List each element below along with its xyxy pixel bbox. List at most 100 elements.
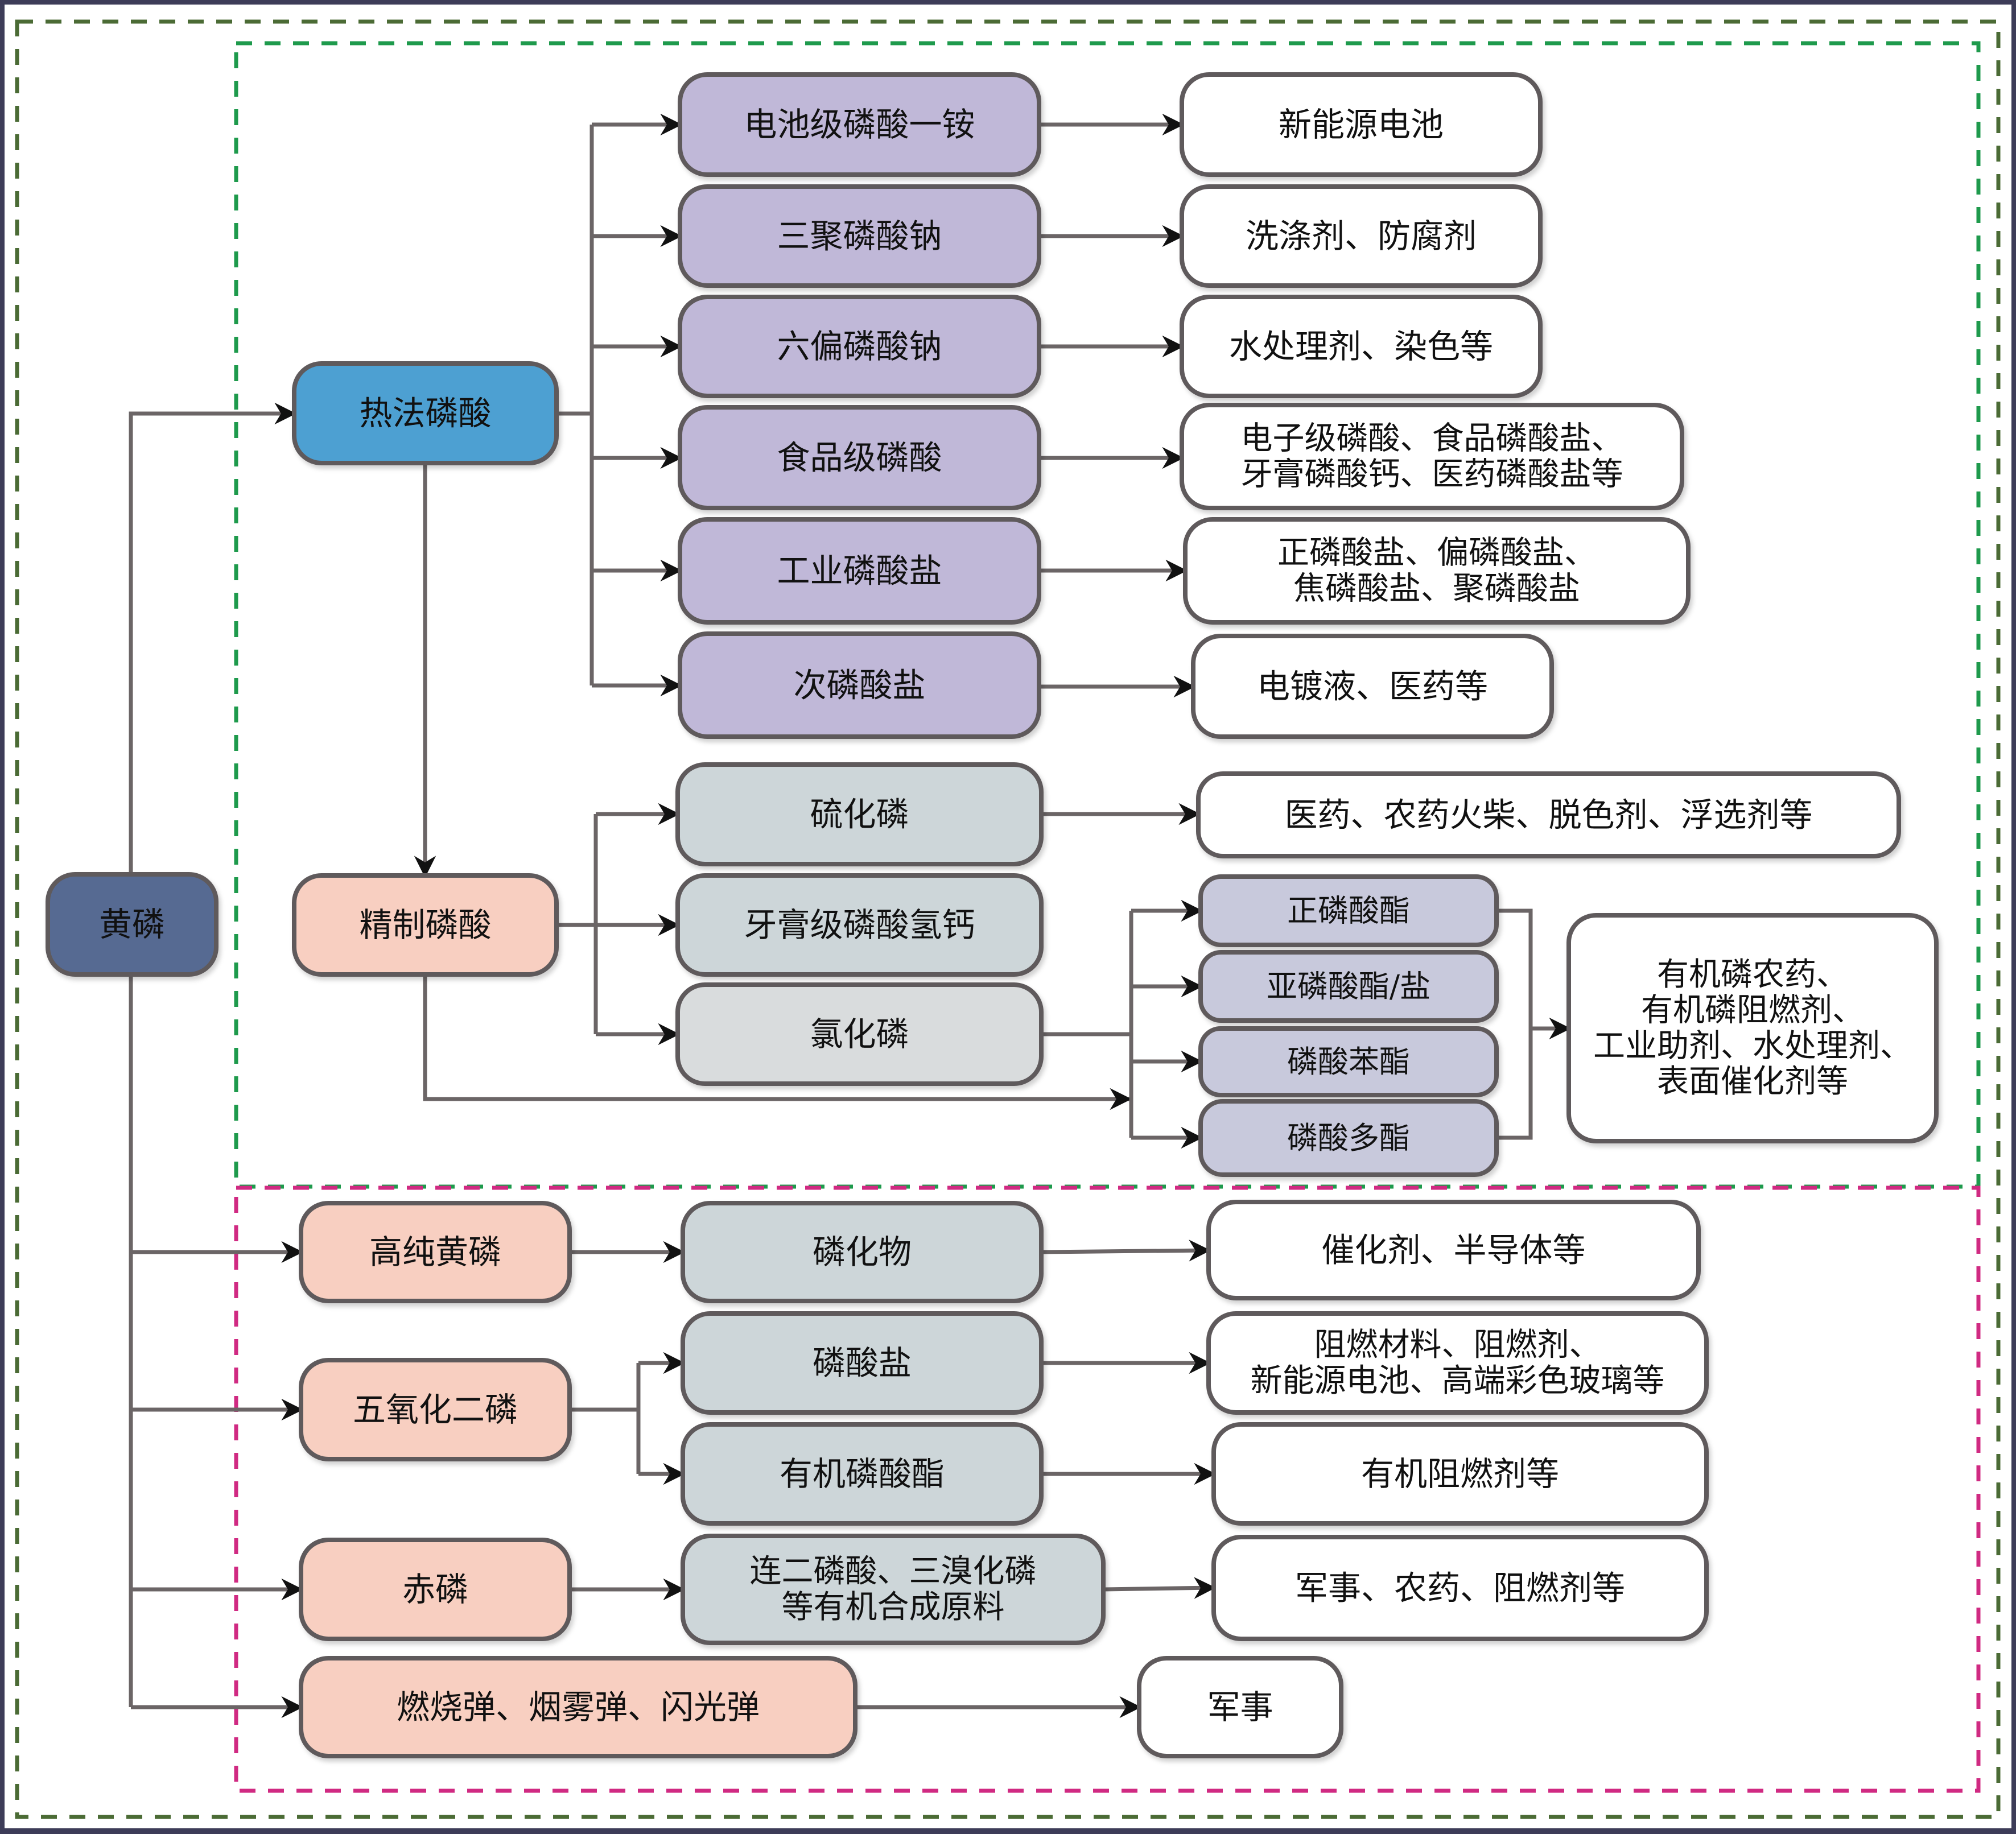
app-catalyst-semiconductor-label: 催化剂、半导体等 <box>1321 1231 1585 1270</box>
node-phosphite-ester-salt: 亚磷酸酯/盐 <box>1198 950 1499 1023</box>
node-thermal-phosphoric-acid: 热法磷酸 <box>292 361 559 465</box>
node-sodium-tripolyphosphate-box <box>678 184 1041 288</box>
node-phosphorus-pentoxide-box <box>299 1358 572 1461</box>
node-phosphide-label: 磷化物 <box>813 1233 912 1271</box>
bus-esters-out <box>1496 908 1533 1140</box>
node-toothpaste-dcp-box <box>675 873 1044 977</box>
node-organophosphate-ester: 有机磷酸酯 <box>681 1422 1044 1526</box>
app-electronic-food-pharma-box <box>1180 403 1684 510</box>
connectors <box>129 113 1571 1719</box>
node-phosphorus-sulfide: 硫化磷 <box>675 762 1044 866</box>
node-red-phosphorus-label: 赤磷 <box>402 1570 468 1609</box>
app-plating-pharma-box <box>1191 634 1554 739</box>
node-hypodiphosphoric-pbr3-label: 连二磷酸、三溴化磷 <box>750 1553 1037 1590</box>
app-plating-pharma-label: 电镀液、医药等 <box>1257 667 1488 706</box>
app-new-energy-battery-label: 新能源电池 <box>1279 105 1444 144</box>
app-organic-flame-retardant: 有机阻燃剂等 <box>1211 1422 1709 1526</box>
app-water-treatment-dyeing-box <box>1180 295 1543 398</box>
node-phosphorus-sulfide-label: 硫化磷 <box>810 795 909 834</box>
node-refined-phosphoric-acid-label: 精制磷酸 <box>359 906 491 944</box>
node-phosphate-salt: 磷酸盐 <box>681 1311 1044 1415</box>
node-hypophosphite-label: 次磷酸盐 <box>793 666 925 705</box>
app-new-energy-battery: 新能源电池 <box>1180 72 1543 177</box>
node-polyphosphate-ester: 磷酸多酯 <box>1198 1099 1499 1177</box>
lower-region-frame <box>234 1186 1981 1793</box>
app-electronic-food-pharma-label: 电子级磷酸、食品磷酸盐、 <box>1241 420 1623 457</box>
node-high-purity-yellow-phosphorus: 高纯黄磷 <box>299 1201 572 1303</box>
node-organophosphate-ester-box <box>681 1422 1044 1526</box>
node-refined-phosphoric-acid: 精制磷酸 <box>292 873 559 977</box>
node-phosphite-ester-salt-label: 亚磷酸酯/盐 <box>1267 969 1430 1005</box>
app-organic-flame-retardant-box <box>1211 1422 1709 1526</box>
app-military-pesticide-retardant-box <box>1211 1535 1709 1641</box>
node-yellow-phosphorus-label: 黄磷 <box>99 905 165 944</box>
node-hypodiphosphoric-pbr3-box <box>681 1534 1106 1645</box>
node-toothpaste-dcp-label: 牙膏级磷酸氢钙 <box>744 906 975 944</box>
node-battery-grade-map-label: 电池级磷酸一铵 <box>744 105 975 144</box>
app-organic-flame-retardant-label: 有机阻燃剂等 <box>1361 1455 1559 1493</box>
app-catalyst-semiconductor: 催化剂、半导体等 <box>1206 1200 1701 1300</box>
node-sodium-tripolyphosphate-label: 三聚磷酸钠 <box>777 217 942 255</box>
outer-region-frame <box>15 19 2001 1819</box>
app-organophosphorus-uses: 有机磷农药、有机磷阻燃剂、工业助剂、水处理剂、表面催化剂等 <box>1566 913 1939 1143</box>
app-electronic-food-pharma-label: 牙膏磷酸钙、医药磷酸盐等 <box>1241 456 1623 493</box>
node-polyphosphate-ester-box <box>1198 1099 1499 1177</box>
node-yellow-phosphorus-box <box>46 872 218 977</box>
app-flame-retardant-battery-glass-label: 阻燃材料、阻燃剂、 <box>1314 1327 1601 1364</box>
app-detergent-preservative-label: 洗涤剂、防腐剂 <box>1246 217 1477 255</box>
app-phosphate-types-label: 焦磷酸盐、聚磷酸盐 <box>1293 570 1580 607</box>
node-food-grade-phosphoric-acid: 食品级磷酸 <box>678 405 1041 510</box>
app-organophosphorus-uses-label: 有机磷阻燃剂、 <box>1641 992 1864 1029</box>
upper-region-frame <box>234 41 1981 1189</box>
node-phenyl-phosphate-box <box>1198 1026 1499 1097</box>
node-phosphide: 磷化物 <box>681 1201 1044 1303</box>
trunk-root-up <box>129 402 296 874</box>
node-battery-grade-map: 电池级磷酸一铵 <box>678 72 1041 177</box>
node-phosphorus-chloride-label: 氯化磷 <box>810 1015 909 1054</box>
app-military-box <box>1137 1656 1343 1758</box>
app-flame-retardant-battery-glass: 阻燃材料、阻燃剂、新能源电池、高端彩色玻璃等 <box>1206 1311 1709 1415</box>
node-incendiary-smoke-flash-munitions: 燃烧弹、烟雾弹、闪光弹 <box>299 1656 857 1758</box>
node-sodium-hexametaphosphate-label: 六偏磷酸钠 <box>777 327 942 366</box>
app-catalyst-semiconductor-box <box>1206 1200 1701 1300</box>
app-military: 军事 <box>1137 1656 1343 1758</box>
app-flame-retardant-battery-glass-label: 新能源电池、高端彩色玻璃等 <box>1251 1362 1665 1399</box>
app-organophosphorus-uses-label: 有机磷农药、 <box>1657 956 1848 993</box>
node-hypophosphite-box <box>678 631 1041 739</box>
node-battery-grade-map-box <box>678 72 1041 177</box>
node-high-purity-yellow-phosphorus-label: 高纯黄磷 <box>369 1233 501 1271</box>
link-phosphide-app <box>1041 1240 1211 1262</box>
node-sodium-hexametaphosphate-box <box>678 295 1041 398</box>
app-pharma-matches-flotation-box <box>1196 771 1901 858</box>
node-food-grade-phosphoric-acid-box <box>678 405 1041 510</box>
node-organophosphate-ester-label: 有机磷酸酯 <box>780 1455 945 1493</box>
app-organophosphorus-uses-box <box>1566 913 1939 1143</box>
app-pharma-matches-flotation: 医药、农药火柴、脱色剂、浮选剂等 <box>1196 771 1901 858</box>
app-phosphate-types-label: 正磷酸盐、偏磷酸盐、 <box>1277 535 1596 572</box>
node-phosphorus-chloride: 氯化磷 <box>675 982 1044 1086</box>
app-plating-pharma: 电镀液、医药等 <box>1191 634 1554 739</box>
app-new-energy-battery-box <box>1180 72 1543 177</box>
node-phosphate-salt-label: 磷酸盐 <box>813 1344 912 1382</box>
node-polyphosphate-ester-label: 磷酸多酯 <box>1287 1120 1410 1156</box>
node-red-phosphorus: 赤磷 <box>299 1538 572 1641</box>
node-thermal-phosphoric-acid-label: 热法磷酸 <box>359 394 491 433</box>
node-yellow-phosphorus: 黄磷 <box>46 872 218 977</box>
node-orthophosphate-ester: 正磷酸酯 <box>1198 874 1499 947</box>
node-hypodiphosphoric-pbr3-label: 等有机合成原料 <box>782 1589 1005 1626</box>
node-thermal-phosphoric-acid-box <box>292 361 559 465</box>
link-raw-app <box>1103 1577 1216 1599</box>
node-phosphorus-pentoxide-label: 五氧化二磷 <box>353 1390 518 1429</box>
node-phosphate-salt-box <box>681 1311 1044 1415</box>
app-phosphate-types-box <box>1183 517 1691 625</box>
node-sodium-tripolyphosphate: 三聚磷酸钠 <box>678 184 1041 288</box>
node-industrial-phosphate-label: 工业磷酸盐 <box>777 552 942 590</box>
node-phenyl-phosphate: 磷酸苯酯 <box>1198 1026 1499 1097</box>
app-phosphate-types: 正磷酸盐、偏磷酸盐、焦磷酸盐、聚磷酸盐 <box>1183 517 1691 625</box>
app-military-pesticide-retardant-label: 军事、农药、阻燃剂等 <box>1295 1569 1625 1608</box>
node-refined-phosphoric-acid-box <box>292 873 559 977</box>
app-military-label: 军事 <box>1207 1688 1273 1726</box>
app-organophosphorus-uses-label: 表面催化剂等 <box>1657 1063 1848 1100</box>
